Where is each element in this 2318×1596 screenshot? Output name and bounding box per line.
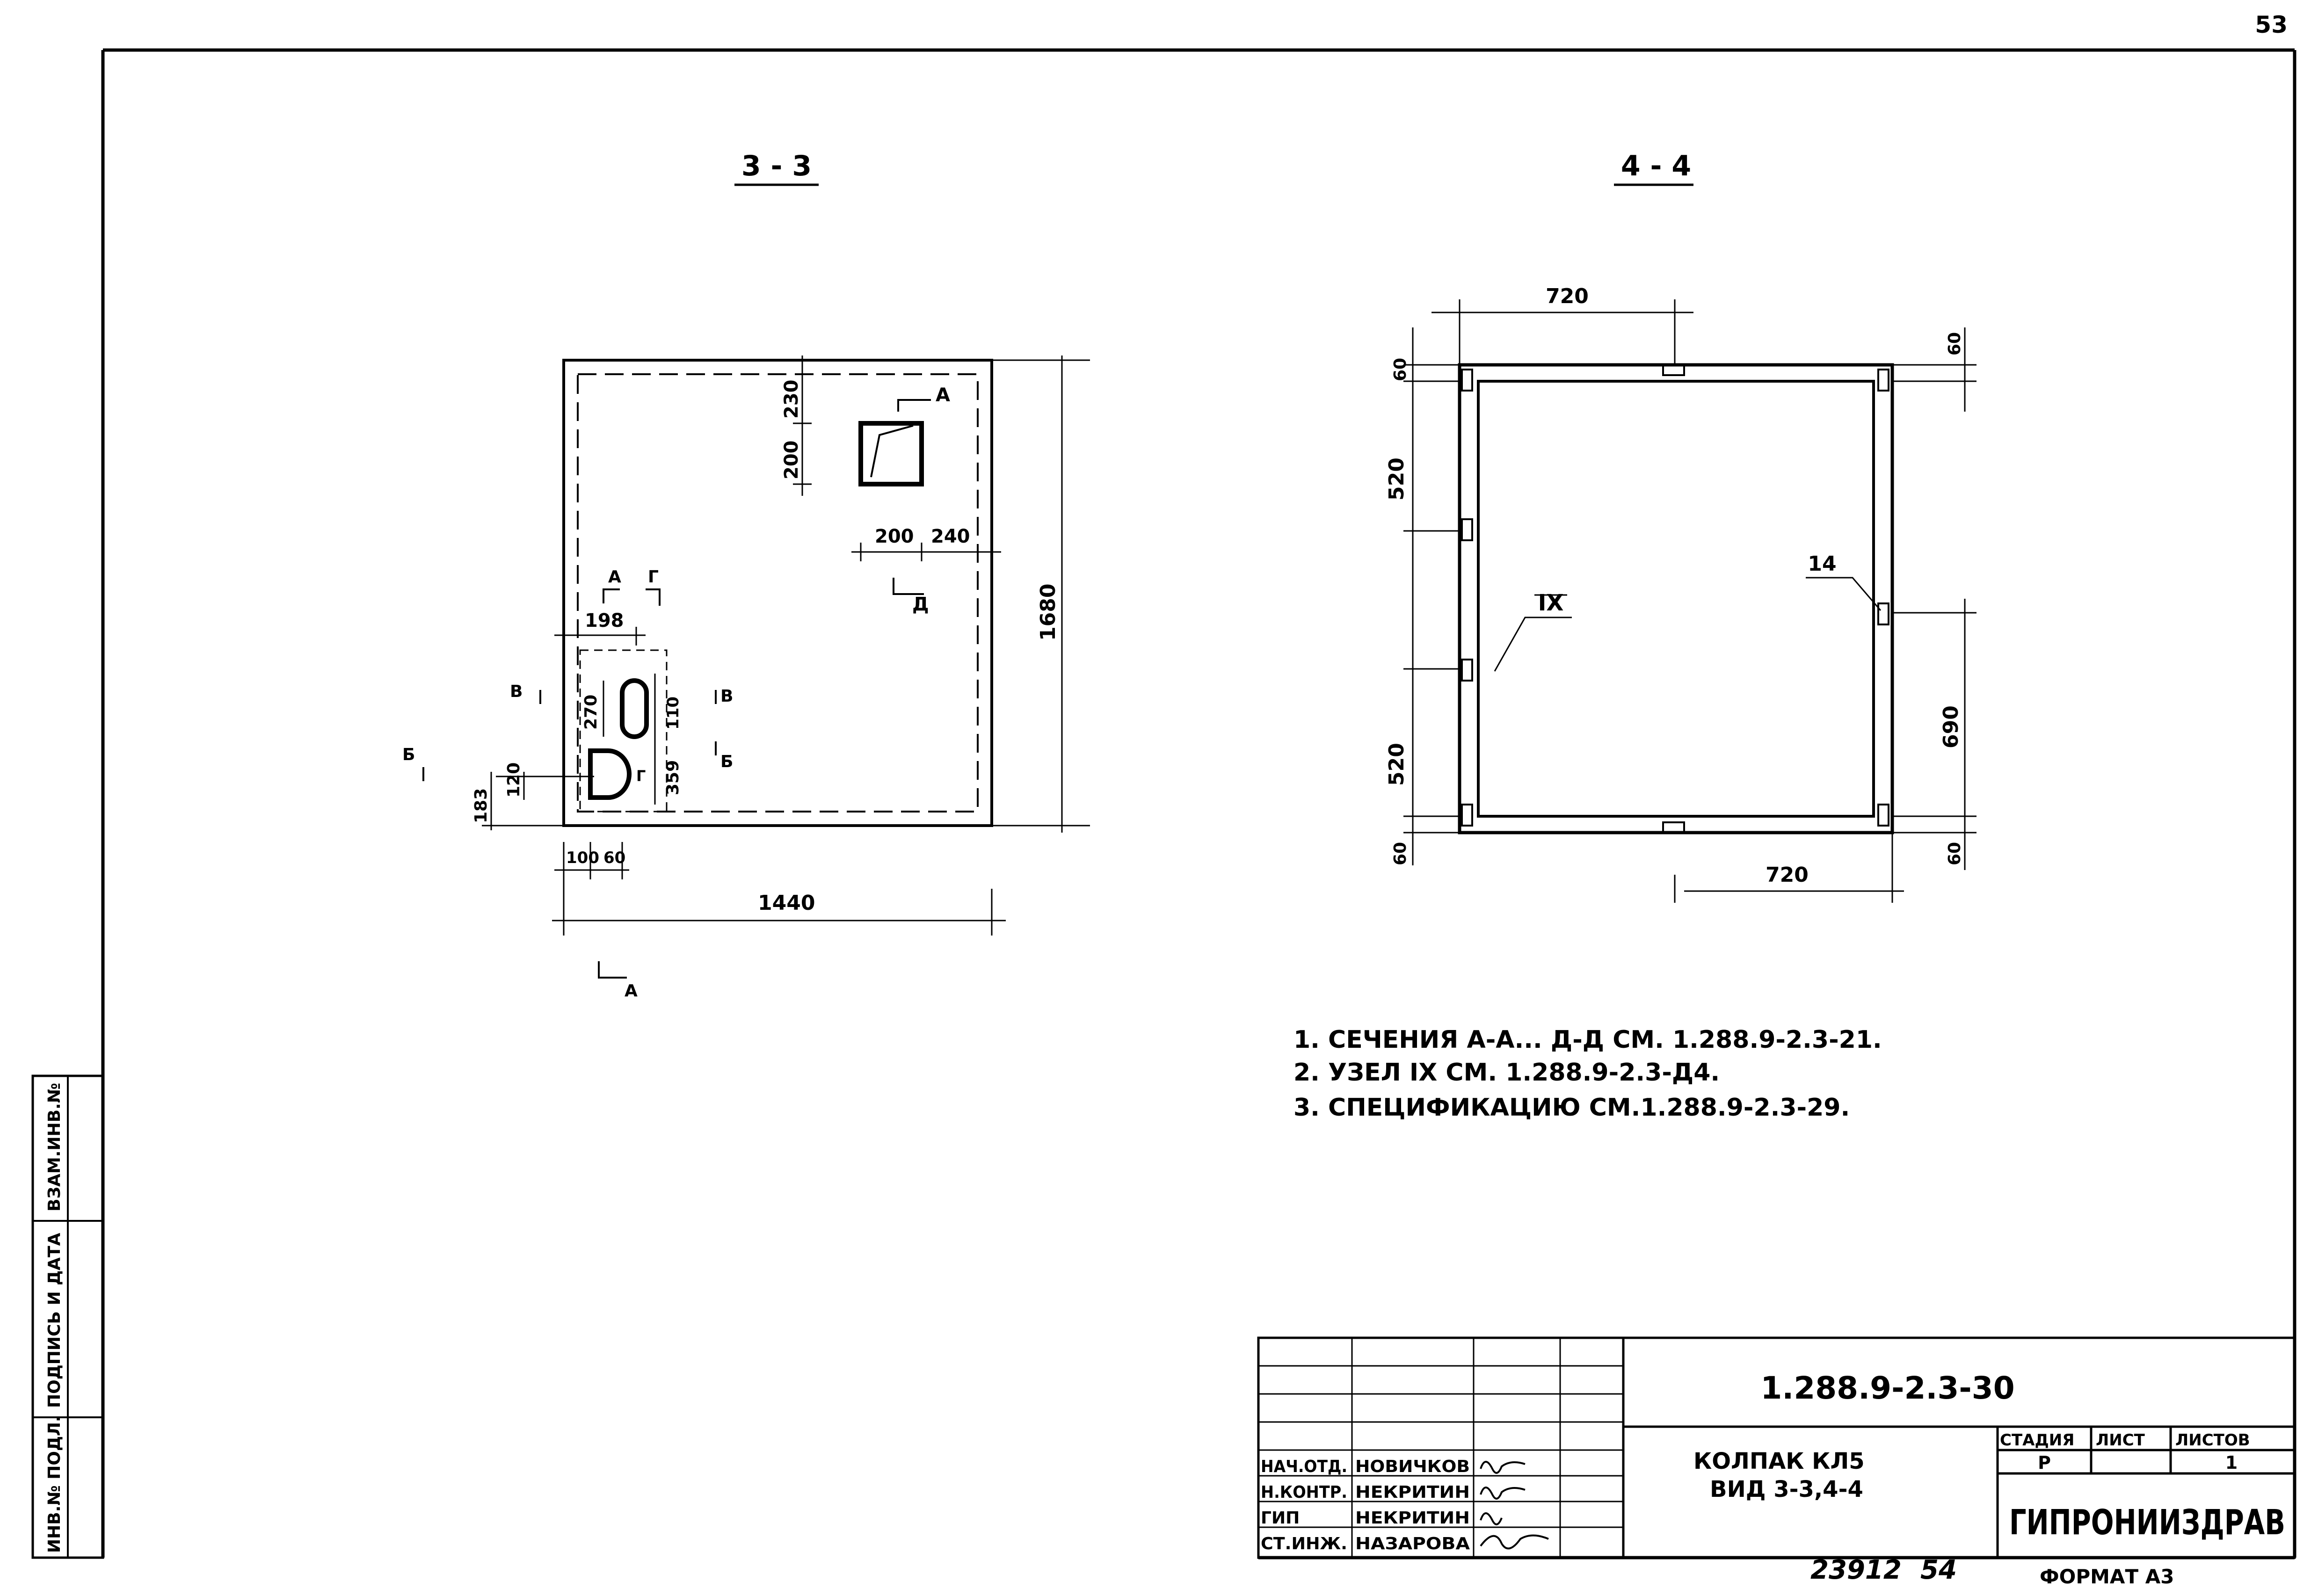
note-2: 2. УЗЕЛ IX СМ. 1.288.9-2.3-Д4. [1293, 1059, 1720, 1087]
name-3: НЕКРИТИН [1355, 1509, 1470, 1528]
title-block: 1.288.9-2.3-30 КОЛПАК КЛ5 ВИД 3-3,4-4 СТ… [1257, 1336, 2296, 1588]
dim-60: 60 [603, 849, 625, 867]
dim-183: 183 [472, 788, 491, 823]
cut-b-left: Б [402, 745, 415, 764]
stage-header: СТАДИЯ [2000, 1431, 2074, 1450]
note-1: 1. СЕЧЕНИЯ А-А... Д-Д СМ. 1.288.9-2.3-21… [1293, 1026, 1882, 1054]
sheet-header: ЛИСТ [2096, 1431, 2145, 1450]
archive-number: 23912 [1810, 1555, 1902, 1585]
dim-top-720: 720 [1546, 284, 1589, 308]
note-3: 3. СПЕЦИФИКАЦИЮ СМ.1.288.9-2.3-29. [1293, 1094, 1850, 1122]
notes: 1. СЕЧЕНИЯ А-А... Д-Д СМ. 1.288.9-2.3-21… [1293, 1026, 1882, 1122]
sheets-value: 1 [2225, 1452, 2238, 1473]
dim-bottom-720: 720 [1766, 863, 1809, 887]
cut-g: Г [648, 567, 659, 587]
d-shaped-opening [588, 748, 632, 800]
sheets-header: ЛИСТОВ [2175, 1431, 2250, 1450]
stamp-inv-podl: ИНВ.№ ПОДЛ. [45, 1415, 64, 1553]
sheet-frame [101, 48, 2296, 1560]
dim-110: 110 [664, 696, 683, 730]
cut-a-bottom: А [625, 981, 638, 1001]
dim-1440: 1440 [758, 891, 815, 915]
cut-v-right: В [720, 687, 733, 706]
dim-240: 240 [931, 526, 970, 547]
cut-a-left: А [608, 567, 621, 587]
dim-left-60-bottom: 60 [1391, 842, 1410, 865]
section-4-4: 4 - 4 [1385, 150, 1976, 903]
dim-1680: 1680 [1036, 584, 1060, 641]
name-1: НОВИЧКОВ [1355, 1457, 1470, 1476]
dim-left-60-top: 60 [1391, 358, 1410, 381]
square-opening [858, 421, 924, 486]
cut-g-small: Г [636, 767, 646, 785]
dim-120: 120 [504, 762, 523, 798]
cut-a-top: А [936, 384, 950, 406]
item-view: ВИД 3-3,4-4 [1710, 1476, 1863, 1502]
role-1: НАЧ.ОТД. [1261, 1457, 1347, 1476]
dim-230: 230 [781, 380, 802, 419]
dim-100: 100 [566, 849, 599, 867]
stamp-vzam-inv: ВЗАМ.ИНВ.№ [45, 1083, 64, 1212]
name-2: НЕКРИТИН [1355, 1483, 1470, 1502]
handwritten-signatures [1480, 1461, 1549, 1550]
side-stamp: ИНВ.№ ПОДЛ. ПОДПИСЬ И ДАТА ВЗАМ.ИНВ.№ [31, 1074, 104, 1559]
cut-v-left: В [510, 682, 523, 701]
dim-left-520-top: 520 [1385, 457, 1409, 501]
dim-359: 359 [663, 760, 683, 795]
oval-opening [620, 678, 649, 739]
dim-right-60-top: 60 [1945, 332, 1964, 355]
dim-right-60-bottom: 60 [1945, 842, 1964, 865]
organization-name: ГИПРОНИИЗДРАВ [2009, 1502, 2285, 1543]
signature-roles: НАЧ.ОТД. НОВИЧКОВ Н.КОНТР. НЕКРИТИН ГИП … [1261, 1457, 1470, 1553]
hood-frame-outer [1458, 363, 1894, 834]
hood-frame-inner [1477, 380, 1875, 818]
name-4: НАЗАРОВА [1355, 1534, 1470, 1553]
doc-code: 1.288.9-2.3-30 [1760, 1370, 2014, 1406]
dim-270: 270 [581, 695, 601, 730]
section-3-3-title: 3 - 3 [741, 150, 812, 182]
dim-200-vertical: 200 [781, 441, 802, 480]
page-number: 53 [2255, 11, 2288, 38]
role-3: ГИП [1261, 1509, 1300, 1528]
cut-d: Д [912, 594, 929, 615]
cut-b-right: Б [720, 752, 733, 771]
format-label: ФОРМАТ А3 [2040, 1565, 2174, 1588]
role-4: СТ.ИНЖ. [1261, 1534, 1347, 1553]
section-3-3: 3 - 3 [402, 150, 1090, 1001]
role-2: Н.КОНТР. [1261, 1483, 1347, 1502]
stage-value: Р [2038, 1452, 2051, 1473]
archive-sheet: 54 [1920, 1555, 1957, 1585]
slab-dashed-contour [577, 373, 979, 813]
stamp-signature-date: ПОДПИСЬ И ДАТА [45, 1233, 64, 1408]
section-4-4-title: 4 - 4 [1621, 150, 1691, 182]
node-label-ix: IX [1538, 590, 1564, 616]
dim-198: 198 [585, 610, 624, 631]
position-label-14: 14 [1808, 552, 1836, 576]
item-name: КОЛПАК КЛ5 [1693, 1448, 1865, 1474]
slab-outline [562, 359, 993, 827]
dim-right-690: 690 [1939, 705, 1963, 748]
dim-200-horizontal: 200 [875, 526, 914, 547]
dim-left-520-bottom: 520 [1385, 743, 1409, 786]
